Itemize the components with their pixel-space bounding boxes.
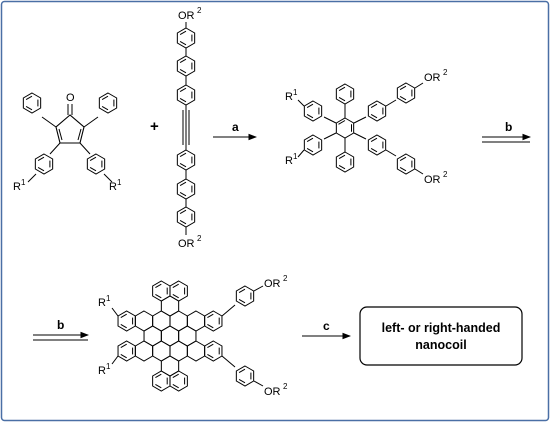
or2-label-top: OR	[178, 10, 195, 22]
or2-sup-hbc-bottom: 2	[283, 382, 288, 391]
carbonyl-oxygen-label: O	[66, 92, 75, 104]
r1-label-left: R	[13, 181, 21, 193]
step-b-label-bottom: b	[57, 318, 64, 332]
or2-sup-top: 2	[197, 6, 202, 15]
diarylacetylene-molecule: OR 2 OR 2	[176, 6, 202, 250]
or2-label-hbc-top: OR	[264, 278, 281, 290]
arrow-b-bottom	[33, 331, 90, 341]
or2-sup-upper: 2	[443, 68, 448, 77]
or2-label-upper: OR	[424, 72, 441, 84]
r1-sup-right: 1	[117, 178, 122, 187]
result-line-1: left- or right-handed	[382, 321, 501, 335]
step-b-label-top: b	[505, 120, 512, 134]
or2-label-hbc-bottom: OR	[264, 386, 281, 398]
step-a-label: a	[232, 120, 239, 134]
r1-label-right: R	[109, 181, 117, 193]
plus-sign: +	[150, 118, 159, 135]
arrow-b-top	[482, 133, 532, 143]
r1-label-top: R	[285, 91, 293, 103]
nanocoil-result-box	[359, 306, 523, 366]
r1-sup-bottom: 1	[293, 152, 298, 161]
hexaarylbenzene-molecule: R 1 R 1 OR 2 OR 2	[285, 68, 448, 186]
r1-label-bottom: R	[285, 155, 293, 167]
cyclopentadienone-molecule: O R 1 R 1	[13, 92, 122, 193]
result-line-2: nanocoil	[415, 338, 466, 352]
hexabenzocoronene-molecule: R 1 R 1 OR 2 OR 2	[98, 274, 288, 398]
r1-label-hbc-bottom: R	[98, 365, 106, 377]
r1-sup-hbc-top: 1	[106, 294, 111, 303]
or2-sup-hbc-top: 2	[283, 274, 288, 283]
or2-sup-bottom: 2	[197, 234, 202, 243]
or2-label-lower: OR	[424, 174, 441, 186]
r1-sup-left: 1	[21, 178, 26, 187]
r1-sup-hbc-bottom: 1	[106, 362, 111, 371]
or2-sup-lower: 2	[443, 170, 448, 179]
step-c-label: c	[323, 319, 330, 333]
r1-sup-top: 1	[293, 88, 298, 97]
r1-label-hbc-top: R	[98, 297, 106, 309]
or2-label-bottom: OR	[178, 238, 195, 250]
